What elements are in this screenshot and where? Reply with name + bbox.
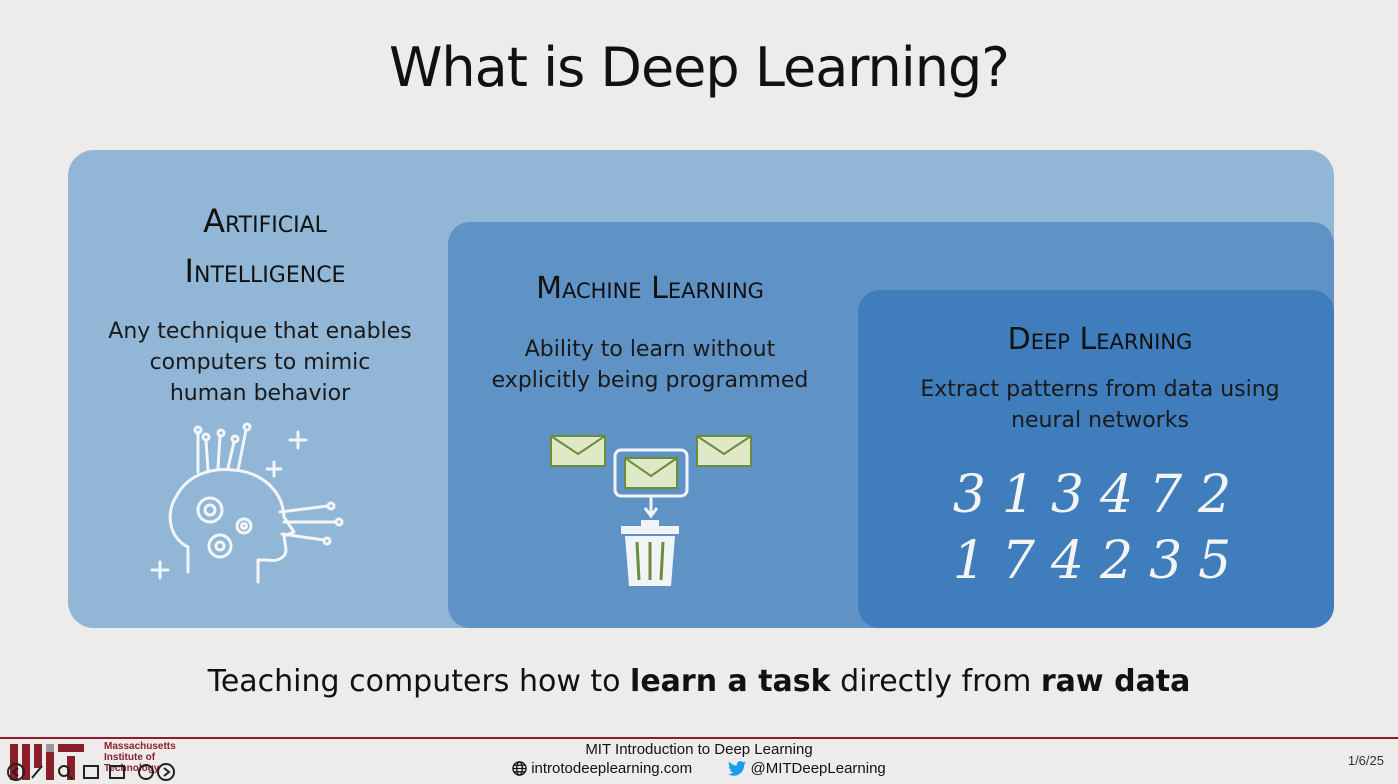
handwritten-digits: 313472 174235 <box>940 462 1260 594</box>
mit-name-line1: Massachusetts <box>104 741 176 752</box>
slide-footer <box>0 739 1398 784</box>
course-title: MIT Introduction to Deep Learning <box>585 741 813 758</box>
website-link[interactable]: introtodeeplearning.com <box>512 760 696 777</box>
ai-description: Any technique that enables computers to … <box>100 316 420 409</box>
dl-desc-line2: neural networks <box>1011 408 1189 433</box>
digits-row-1: 313472 <box>952 465 1248 525</box>
page-number: 1/6/25 <box>1347 753 1384 768</box>
ml-description: Ability to learn without explicitly bein… <box>470 334 830 396</box>
dl-heading: Deep Learning <box>1007 322 1193 357</box>
tagline-part2: directly from <box>830 664 1041 699</box>
mit-logo-icon <box>10 744 84 780</box>
twitter-link[interactable]: @MITDeepLearning <box>724 760 886 777</box>
tagline-part1: Teaching computers how to <box>207 664 631 699</box>
tagline-bold1: learn a task <box>630 664 831 699</box>
captions-icon[interactable] <box>83 765 99 779</box>
dl-desc-line1: Extract patterns from data using <box>920 377 1280 402</box>
previous-slide-icon[interactable] <box>7 763 25 781</box>
previous-arrow-icon <box>11 767 19 777</box>
ai-heading: Artificial Intelligence <box>100 196 430 296</box>
dl-box <box>858 290 1334 628</box>
ai-heading-line1: Artificial <box>203 202 327 240</box>
presentation-controls[interactable] <box>6 762 176 782</box>
twitter-bird-icon <box>728 761 747 776</box>
more-options-icon[interactable] <box>138 764 154 780</box>
ai-head-gears-icon <box>150 422 344 584</box>
ai-desc-line2: computers to mimic <box>149 350 371 375</box>
ml-desc-line1: Ability to learn without <box>524 337 776 362</box>
globe-icon <box>512 761 527 776</box>
next-slide-icon[interactable] <box>157 763 175 781</box>
next-arrow-icon <box>163 767 171 777</box>
website-text: introtodeeplearning.com <box>531 760 693 777</box>
mit-name-line2: Institute of <box>104 752 156 763</box>
zoom-icon[interactable] <box>58 765 70 777</box>
ai-desc-line1: Any technique that enables <box>108 319 412 344</box>
tagline: Teaching computers how to learn a task d… <box>0 664 1398 699</box>
slides-grid-icon[interactable] <box>109 765 125 779</box>
ai-desc-line3: human behavior <box>169 381 351 406</box>
tagline-bold2: raw data <box>1040 664 1191 699</box>
digits-row-2: 174235 <box>952 531 1248 591</box>
footer-divider <box>0 737 1398 739</box>
ml-desc-line2: explicitly being programmed <box>491 368 809 393</box>
mit-wordmark: Massachusetts Institute of Technology <box>104 741 176 774</box>
footer-links: introtodeeplearning.com @MITDeepLearning <box>0 760 1398 777</box>
pen-tool-icon[interactable] <box>31 765 43 779</box>
ai-heading-line2: Intelligence <box>184 252 346 290</box>
slide-title: What is Deep Learning? <box>389 36 1010 99</box>
email-spam-trash-icon <box>550 435 752 586</box>
ml-heading: Machine Learning <box>536 271 764 306</box>
twitter-text: @MITDeepLearning <box>750 760 886 777</box>
mit-name-line3: Technology <box>104 763 160 774</box>
dl-description: Extract patterns from data using neural … <box>880 374 1320 436</box>
